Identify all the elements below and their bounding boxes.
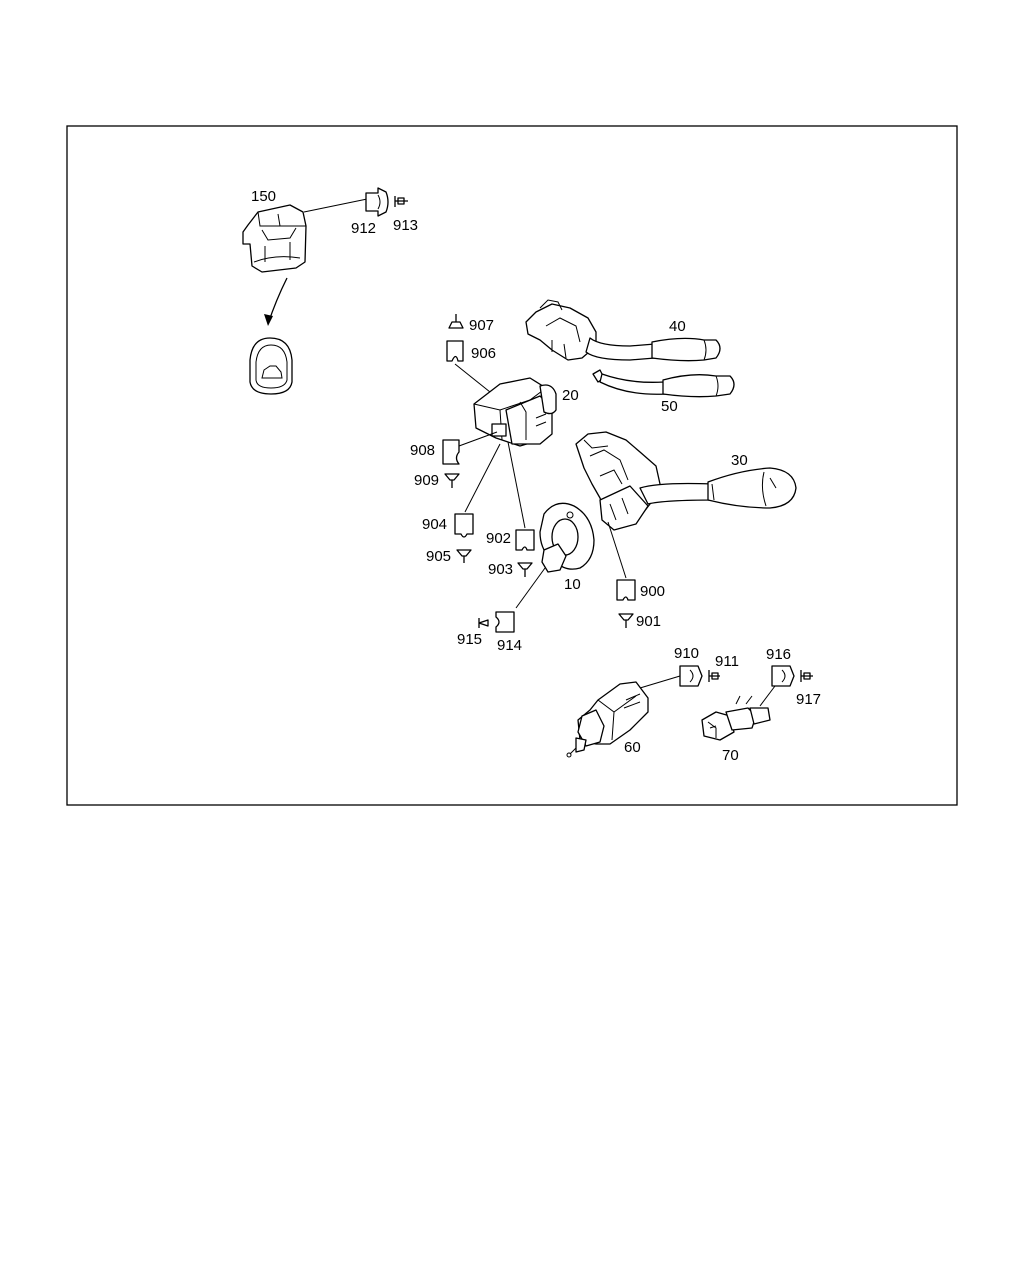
callout-30: 30: [731, 452, 748, 469]
connector-housing-icon: [679, 665, 703, 687]
diagram-frame: [66, 125, 958, 806]
contact-pin-icon: [708, 670, 720, 682]
callout-903: 903: [488, 561, 513, 578]
contact-pin-icon: [444, 473, 460, 488]
connector-housing-icon: [771, 665, 795, 687]
install-arrow-head: [264, 314, 273, 326]
part-50-stalk[interactable]: [592, 369, 735, 398]
callout-915: 915: [457, 631, 482, 648]
part-20-switch-module[interactable]: [473, 377, 557, 447]
connector-housing-icon: [365, 187, 389, 217]
callout-10: 10: [564, 576, 581, 593]
contact-pin-icon: [618, 613, 634, 628]
callout-909: 909: [414, 472, 439, 489]
callout-914: 914: [497, 637, 522, 654]
contact-pin-icon: [517, 562, 533, 577]
contact-pin-icon: [394, 196, 408, 207]
part-150-bracket[interactable]: [242, 204, 307, 273]
part-70-sensor[interactable]: [701, 695, 771, 741]
contact-pin-icon: [448, 314, 464, 329]
callout-911: 911: [715, 653, 739, 670]
contact-pin-icon: [456, 549, 472, 563]
callout-50: 50: [661, 398, 678, 415]
callout-901: 901: [636, 613, 661, 630]
connector-housing-icon: [495, 611, 515, 633]
callout-910: 910: [674, 645, 699, 662]
callout-917: 917: [796, 691, 821, 708]
part-40-stalk[interactable]: [525, 299, 721, 362]
callout-20: 20: [562, 387, 579, 404]
callout-70: 70: [722, 747, 739, 764]
roof-button[interactable]: [249, 337, 293, 395]
connector-housing-icon: [442, 439, 460, 465]
callout-907: 907: [469, 317, 494, 334]
callout-904: 904: [422, 516, 447, 533]
callout-902: 902: [486, 530, 511, 547]
callout-150: 150: [251, 188, 276, 205]
callout-916: 916: [766, 646, 791, 663]
callout-906: 906: [471, 345, 496, 362]
callout-40: 40: [669, 318, 686, 335]
car-roof-icon: [261, 365, 283, 379]
contact-pin-icon: [478, 618, 489, 628]
callout-913: 913: [393, 217, 418, 234]
connector-housing-icon: [515, 529, 535, 551]
callout-905: 905: [426, 548, 451, 565]
callout-912: 912: [351, 220, 376, 237]
callout-908: 908: [410, 442, 435, 459]
callout-900: 900: [640, 583, 665, 600]
part-30-stalk[interactable]: [575, 431, 797, 531]
connector-housing-icon: [454, 513, 474, 538]
contact-pin-icon: [800, 670, 813, 682]
part-10-ring[interactable]: [539, 502, 595, 573]
part-60-switch[interactable]: [566, 681, 649, 758]
connector-housing-icon: [616, 579, 636, 601]
connector-housing-icon: [446, 340, 464, 362]
callout-60: 60: [624, 739, 641, 756]
